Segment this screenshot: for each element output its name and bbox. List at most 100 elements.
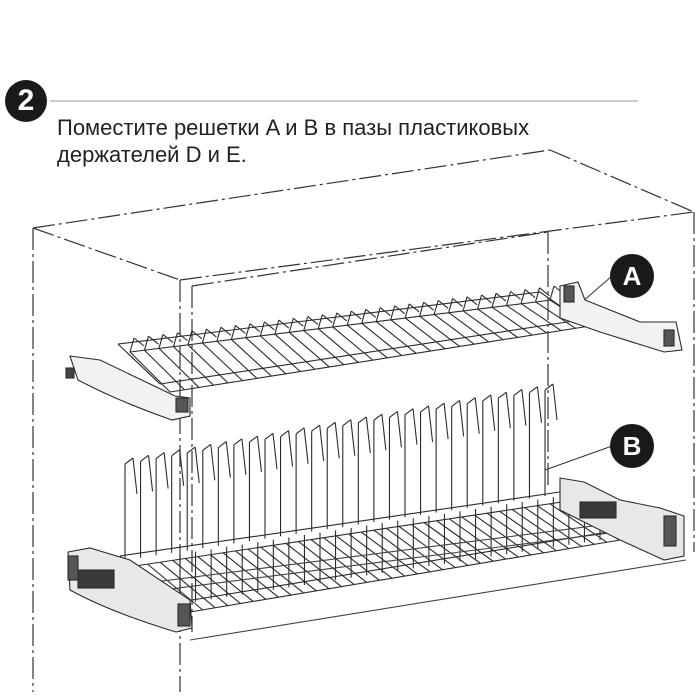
rack-b-prong-tip	[140, 454, 149, 462]
rack-a-wire	[535, 301, 576, 329]
rack-b-prong-tip	[420, 405, 429, 413]
rack-b-prong-tip	[225, 441, 231, 478]
rack-b-base-wire	[247, 548, 304, 594]
rack-a-wire	[462, 310, 504, 341]
rack-a-wire	[231, 339, 272, 377]
rack-b-prong-tip	[350, 419, 356, 456]
rack-a-hook	[419, 301, 425, 317]
callout-b-label: B	[610, 424, 654, 468]
rack-a-wire	[187, 344, 229, 384]
rack-b-prong-tip	[396, 411, 402, 448]
rack-b-prong-tip	[272, 433, 278, 470]
rack-a-hook	[317, 314, 323, 329]
rack-b-prong-tip	[303, 427, 309, 464]
rack-b-prong-tip	[241, 438, 247, 475]
rack-b-prong-tip	[194, 446, 200, 484]
rack-b-prong-tip	[358, 416, 367, 424]
rack-a-hook	[534, 287, 541, 302]
rack-b-base-wire	[360, 531, 418, 575]
rack-a-wire	[520, 303, 562, 332]
rack-a-hook	[404, 303, 410, 319]
rack-a-hook	[172, 332, 178, 347]
rack-b-prong-tip	[132, 457, 138, 495]
rack-a-hook	[303, 316, 309, 331]
rack-a-wire	[448, 312, 489, 343]
rack-b-prong-tip	[186, 446, 196, 454]
rack-a-wire	[361, 322, 403, 357]
rack-a-hook	[259, 321, 265, 337]
rack-a-hook	[350, 310, 362, 320]
rack-a-hook	[220, 326, 232, 336]
rack-a-hook	[379, 307, 391, 316]
rack-a-hook	[274, 319, 280, 335]
rack-a-wire	[216, 340, 258, 379]
rack-a-wire	[433, 313, 475, 345]
rack-a-wire	[404, 317, 446, 350]
rack-b-base-wire	[210, 554, 267, 600]
rack-b-base-wire	[172, 559, 229, 607]
rack-b-prong-tip	[389, 410, 398, 418]
rack-a-hook	[288, 318, 294, 333]
rack-a-wire	[259, 335, 301, 372]
rack-b-prong-tip	[443, 403, 449, 440]
rack-a-hook	[216, 327, 222, 342]
rack-a-hook	[162, 333, 174, 343]
rack-b-base-wire	[436, 520, 494, 562]
rack-a-right-holder	[559, 281, 683, 353]
rack-b-base-wire	[335, 535, 393, 579]
rack-b-base-wire	[423, 522, 481, 564]
rack-a-hook	[477, 294, 483, 310]
rack-b-base-wire	[235, 550, 292, 596]
rack-a-hook	[524, 289, 536, 299]
instruction-line-1: Поместите решетки A и B в пазы пластиков…	[57, 115, 530, 140]
rack-a-wire	[332, 326, 374, 361]
rack-a-hook	[336, 312, 348, 322]
rack-b-base-wire	[147, 563, 203, 611]
rack-a-hook	[408, 303, 420, 313]
rack-a-hook	[462, 296, 468, 311]
rack-a-hook	[491, 293, 497, 308]
rack-b-right-holder	[559, 477, 685, 561]
rack-b-base-wire	[524, 507, 582, 547]
rack-a-wire	[202, 342, 243, 382]
rack-b-prong-tip	[218, 441, 227, 448]
rack-b-base-wire	[272, 544, 330, 590]
rack-b-prong-tip	[459, 400, 465, 437]
rack-b-base-wire	[461, 516, 519, 558]
rack-a-hook	[481, 294, 492, 304]
rack-a-wire	[158, 348, 200, 388]
rack-b-base-wire	[285, 542, 342, 588]
rack-b-base-wire	[184, 558, 241, 604]
rack-a-hook	[235, 325, 246, 334]
rack-a-wire	[245, 337, 287, 375]
rack-a-hook	[143, 336, 150, 351]
rack-b-prong-tip	[466, 397, 476, 405]
rack-a-hook	[177, 332, 188, 342]
rack-b-prong-tip	[373, 413, 383, 421]
rack-b-prong-tip	[148, 455, 154, 492]
rack-b-base-wire	[499, 510, 557, 552]
rack-b-base-wire	[310, 539, 368, 583]
rack-a-wire	[288, 331, 330, 368]
instruction-text: Поместите решетки A и B в пазы пластиков…	[57, 114, 617, 168]
rack-a-hook	[375, 307, 381, 322]
cabinet-outline	[32, 149, 695, 692]
rack-a-hook	[245, 323, 251, 338]
rack-a-hook	[129, 337, 135, 353]
rack-b	[67, 383, 687, 641]
rack-a-hook	[191, 330, 203, 340]
rack-b-base-wire	[222, 552, 279, 598]
rack-a-hook	[249, 323, 261, 333]
rack-b-prong-tip	[428, 405, 434, 442]
rack-a-wire	[144, 349, 185, 391]
rack-b-prong-tip	[451, 400, 460, 407]
rack-a-hook	[361, 309, 367, 324]
rack-a-hook	[346, 310, 352, 326]
rack-b-base-wire	[511, 508, 570, 550]
rack-a-wire	[419, 315, 460, 347]
rack-b-prong-tip	[326, 421, 336, 429]
rack-a-wire	[303, 330, 345, 366]
rack-b-prong-tip	[552, 383, 558, 421]
rack-b-base-wire	[448, 518, 507, 560]
